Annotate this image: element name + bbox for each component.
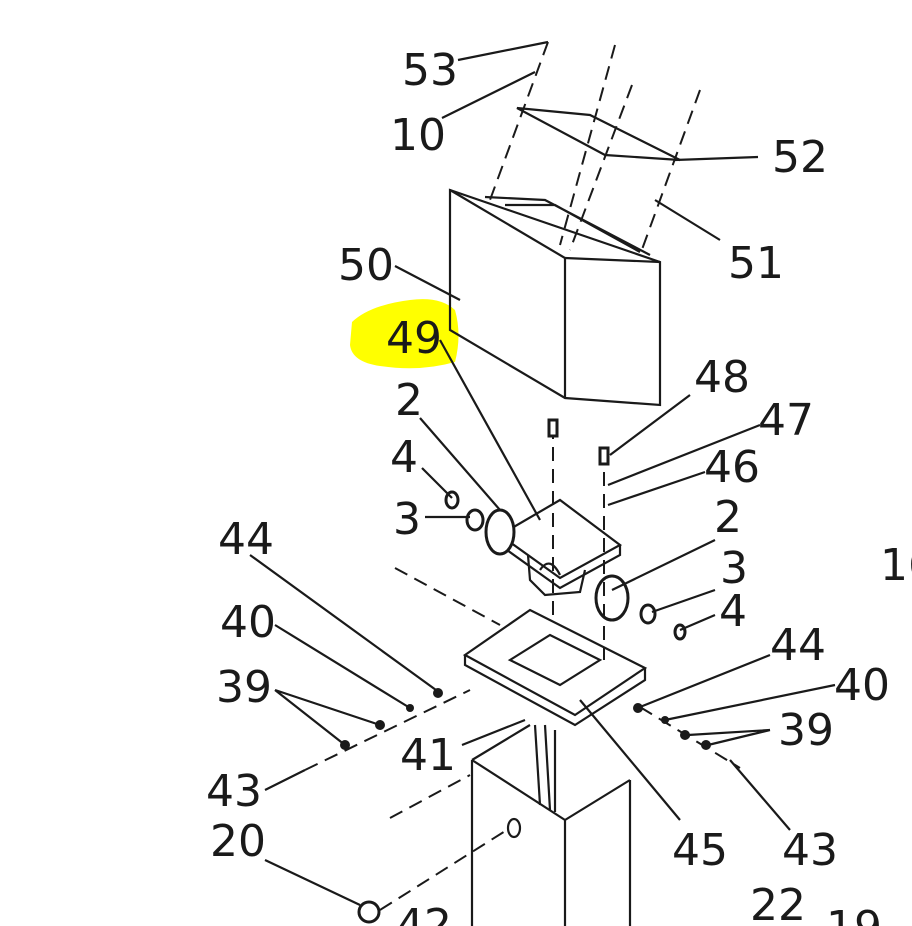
callout-44: 44: [218, 514, 274, 565]
callout-16: 16: [880, 540, 912, 591]
callout-45: 45: [672, 825, 728, 876]
callout-51: 51: [728, 238, 784, 289]
callout-40: 40: [834, 660, 890, 711]
callout-39: 39: [778, 705, 834, 756]
callout-3: 3: [393, 494, 421, 545]
callout-48: 48: [694, 352, 750, 403]
callout-19: 19: [826, 902, 882, 926]
callout-46: 46: [704, 442, 760, 493]
callout-2: 2: [395, 375, 423, 426]
callout-20: 20: [210, 816, 266, 867]
base-plate-part-45: [462, 608, 648, 727]
motor-mount-part-49: [497, 498, 623, 597]
bushing-part-20: [357, 900, 381, 924]
callout-4: 4: [719, 586, 747, 637]
callout-10: 10: [390, 110, 446, 161]
callout-41: 41: [400, 730, 456, 781]
callout-2: 2: [714, 492, 742, 543]
callout-22: 22: [750, 880, 806, 926]
callout-42: 42: [396, 900, 452, 926]
callout-53: 53: [402, 45, 458, 96]
callout-50: 50: [338, 240, 394, 291]
callout-44: 44: [770, 620, 826, 671]
callout-49: 49: [386, 313, 442, 364]
callout-52: 52: [772, 132, 828, 183]
callout-40: 40: [220, 597, 276, 648]
callout-39: 39: [216, 662, 272, 713]
callout-43: 43: [206, 766, 262, 817]
hopper-part-50: [448, 188, 662, 407]
pulley-right: [594, 574, 630, 622]
callout-3: 3: [720, 543, 748, 594]
lid-part-52: [516, 106, 681, 162]
callout-43: 43: [782, 825, 838, 876]
callout-47: 47: [758, 395, 814, 446]
label-highlight: [350, 299, 459, 369]
column-part-22: [470, 724, 632, 926]
pulley-left: [484, 508, 516, 556]
callout-4: 4: [390, 432, 418, 483]
